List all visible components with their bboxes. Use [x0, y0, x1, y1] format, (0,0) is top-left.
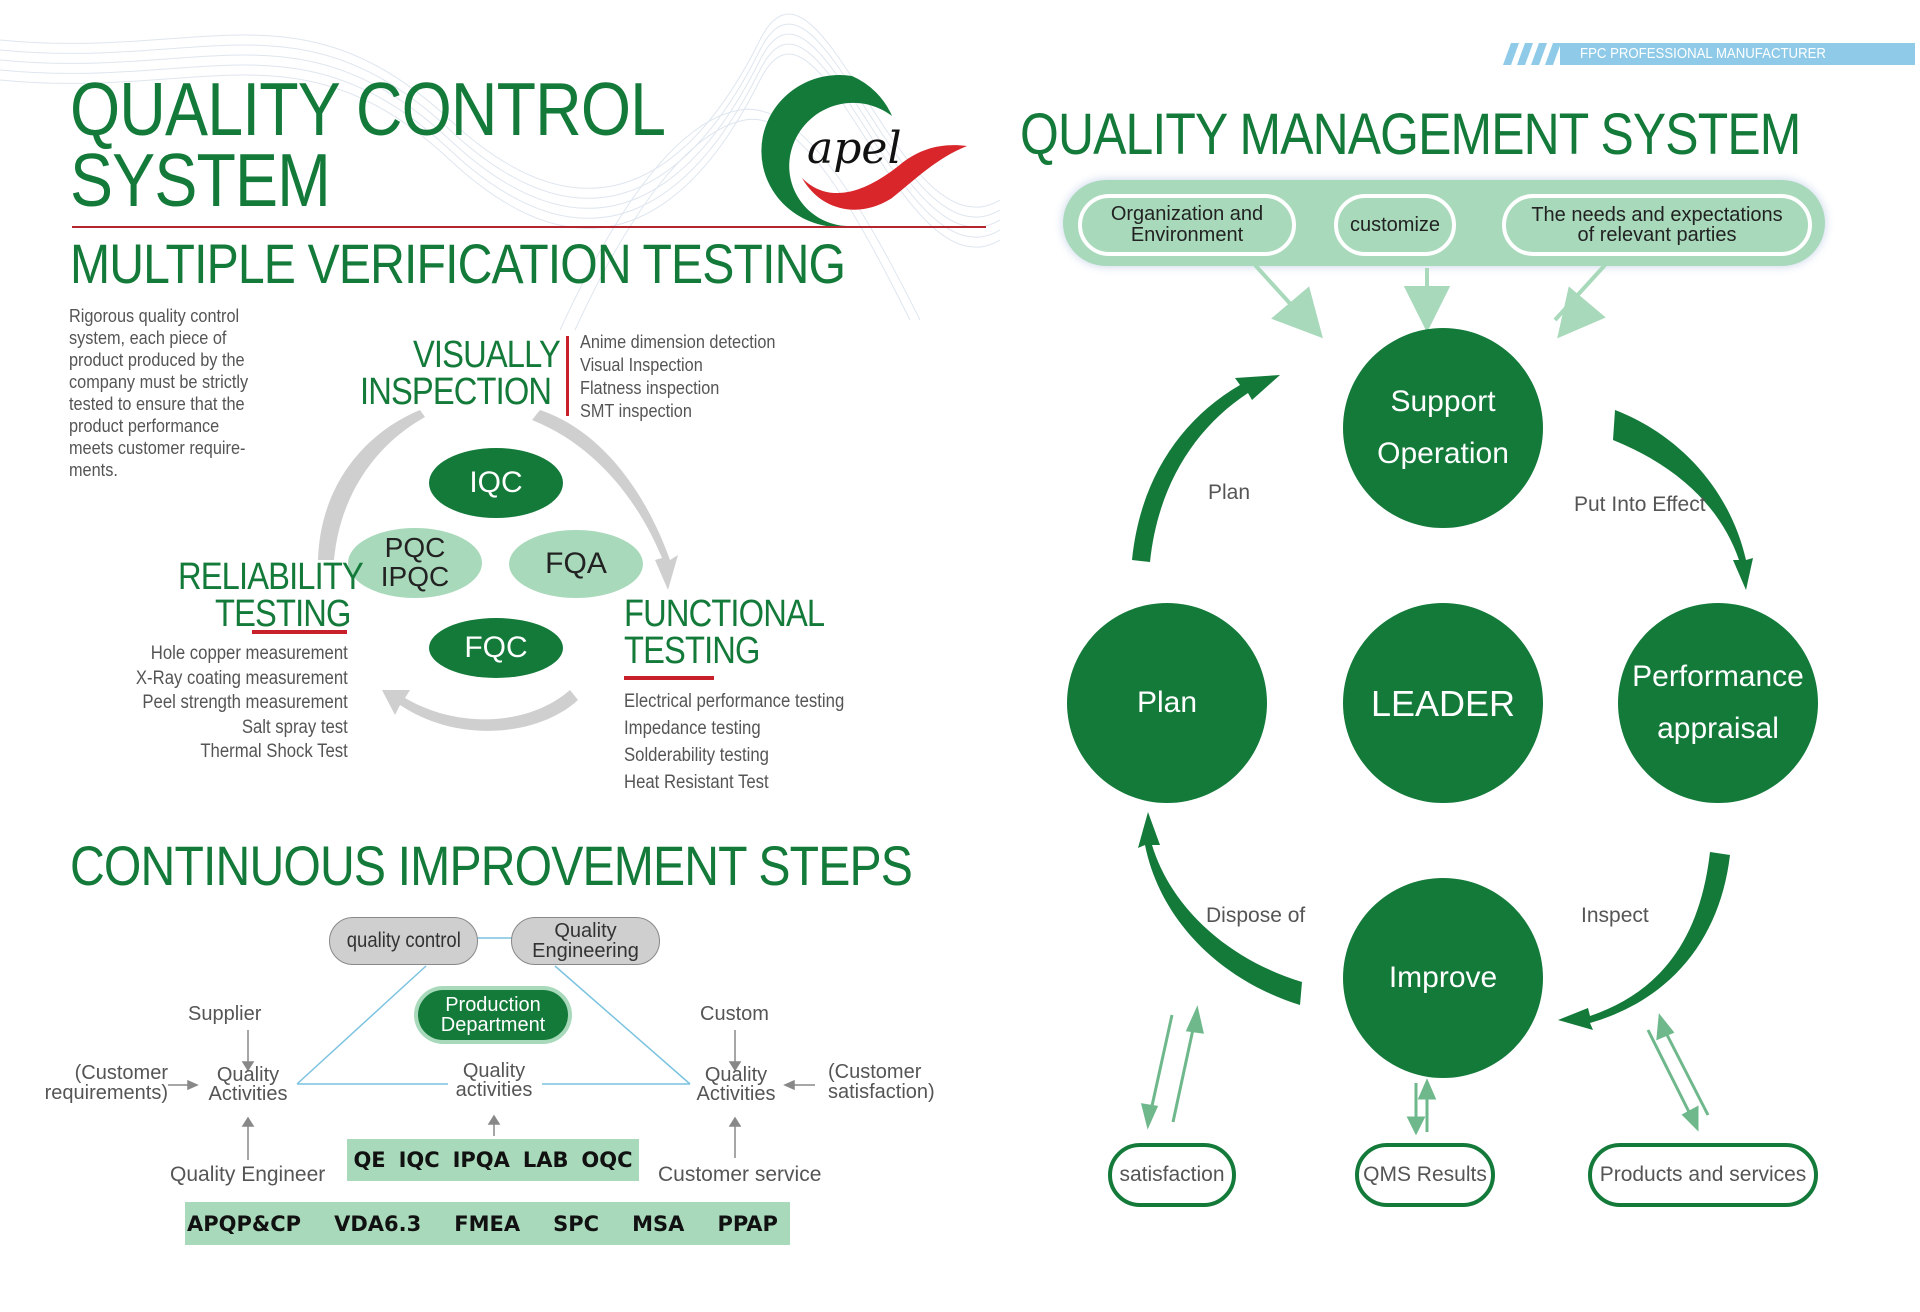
visual-heading-line2: INSPECTION: [360, 371, 552, 413]
main-title-line1: QUALITY CONTROL: [70, 67, 666, 151]
leader-circle: LEADER: [1343, 603, 1543, 803]
verification-cycle-arrows: [318, 410, 678, 731]
logo-text: apel: [807, 123, 902, 174]
label-dispose-of: Dispose of: [1206, 904, 1306, 927]
functional-heading-line1: FUNCTIONAL: [624, 593, 825, 635]
plan-circle: Plan: [1067, 603, 1267, 803]
arrow-support-to-performance: [1613, 410, 1753, 590]
tag-ppap: PPAP: [717, 1211, 778, 1236]
functional-red-bar: [624, 676, 714, 680]
intro-text: Rigorous quality control system, each pi…: [69, 305, 249, 480]
cycle-arrow-bottom-left: [382, 690, 578, 731]
arrow-performance-to-improve: [1558, 852, 1730, 1030]
visual-red-bar: [566, 336, 569, 416]
reliability-red-bar: [252, 630, 347, 634]
title-divider: [72, 226, 986, 228]
visual-items: Anime dimension detection Visual Inspect…: [580, 331, 776, 421]
cycle-arrow-right-down: [532, 410, 678, 590]
satisfaction-pill: satisfaction: [1108, 1143, 1236, 1207]
visual-heading-line1: VISUALLY: [413, 334, 561, 376]
background-wave-decoration: [0, 13, 1000, 331]
tag-vda63: VDA6.3: [334, 1211, 422, 1236]
main-title-line2: SYSTEM: [70, 138, 331, 222]
banner-stripes-icon: [1503, 43, 1561, 65]
tag-ipqa: IPQA: [452, 1148, 510, 1172]
tag-spc: SPC: [553, 1211, 600, 1236]
tag-oqc: OQC: [581, 1148, 633, 1172]
quality-control-pill: quality control: [329, 917, 478, 965]
support-operation-circle: Support Operation: [1343, 328, 1543, 528]
tag-qe: QE: [353, 1148, 386, 1172]
label-plan-arrow: Plan: [1208, 481, 1251, 504]
fqc-ellipse: FQC: [429, 618, 563, 678]
improvement-title: CONTINUOUS IMPROVEMENT STEPS: [70, 834, 913, 897]
fpc-banner: FPC PROFESSIONAL MANUFACTURER: [1560, 43, 1915, 65]
capel-logo: apel: [761, 75, 967, 227]
reliability-items: Hole copper measurement X-Ray coating me…: [136, 643, 348, 762]
custom-label: Custom: [700, 1003, 769, 1025]
fqa-ellipse: FQA: [509, 530, 643, 598]
tag-apqp-cp: APQP&CP: [187, 1211, 302, 1236]
customize-pill: customize: [1334, 194, 1456, 256]
quality-activities-right: Quality Activities: [696, 1064, 776, 1105]
label-inspect: Inspect: [1581, 904, 1649, 927]
qms-results-pill: QMS Results: [1355, 1143, 1495, 1207]
arrow-to-satisfaction: [1148, 1014, 1174, 1116]
label-put-into-effect: Put Into Effect: [1574, 493, 1706, 516]
iqc-ellipse: IQC: [429, 448, 563, 518]
customer-satisfaction-label: (Customer satisfaction): [828, 1061, 935, 1103]
arrow-from-products: [1660, 1024, 1710, 1116]
products-services-pill: Products and services: [1588, 1143, 1818, 1207]
tag-iqc: IQC: [398, 1148, 440, 1172]
tag-fmea: FMEA: [454, 1211, 521, 1236]
arrow-from-satisfaction: [1171, 1019, 1197, 1123]
arrow-improve-to-plan: [1138, 812, 1302, 1005]
qms-flow-arrows: [1132, 263, 1753, 1136]
quality-engineer-label: Quality Engineer: [170, 1163, 326, 1186]
performance-appraisal-circle: Performance appraisal: [1618, 603, 1818, 803]
improve-circle: Improve: [1343, 878, 1543, 1078]
tag-lab: LAB: [522, 1148, 569, 1172]
functional-items: Electrical performance testing Impedance…: [624, 691, 845, 793]
tool-tags-box: APQP&CP VDA6.3 FMEA SPC MSA PPAP: [185, 1202, 790, 1245]
customer-requirements-label: (Customer requirements): [44, 1062, 168, 1104]
quality-activities-left: Quality Activities: [208, 1064, 288, 1105]
supplier-label: Supplier: [188, 1003, 262, 1025]
improvement-connectors: [168, 937, 815, 1160]
tag-msa: MSA: [632, 1211, 685, 1236]
functional-heading-line2: TESTING: [624, 630, 760, 672]
quality-activities-middle: Quality activities: [455, 1060, 533, 1101]
arrow-to-products: [1646, 1029, 1695, 1121]
subtitle: MULTIPLE VERIFICATION TESTING: [70, 232, 846, 295]
cycle-arrow-up-left: [318, 410, 425, 560]
reliability-heading-line2: TESTING: [215, 593, 351, 635]
reliability-heading-line1: RELIABILITY: [178, 556, 364, 598]
qms-title: QUALITY MANAGEMENT SYSTEM: [1020, 102, 1801, 167]
customer-service-label: Customer service: [658, 1163, 822, 1186]
arrow-plan-to-support: [1132, 375, 1280, 562]
department-tags-box: QE IQC IPQA LAB OQC: [347, 1139, 639, 1181]
